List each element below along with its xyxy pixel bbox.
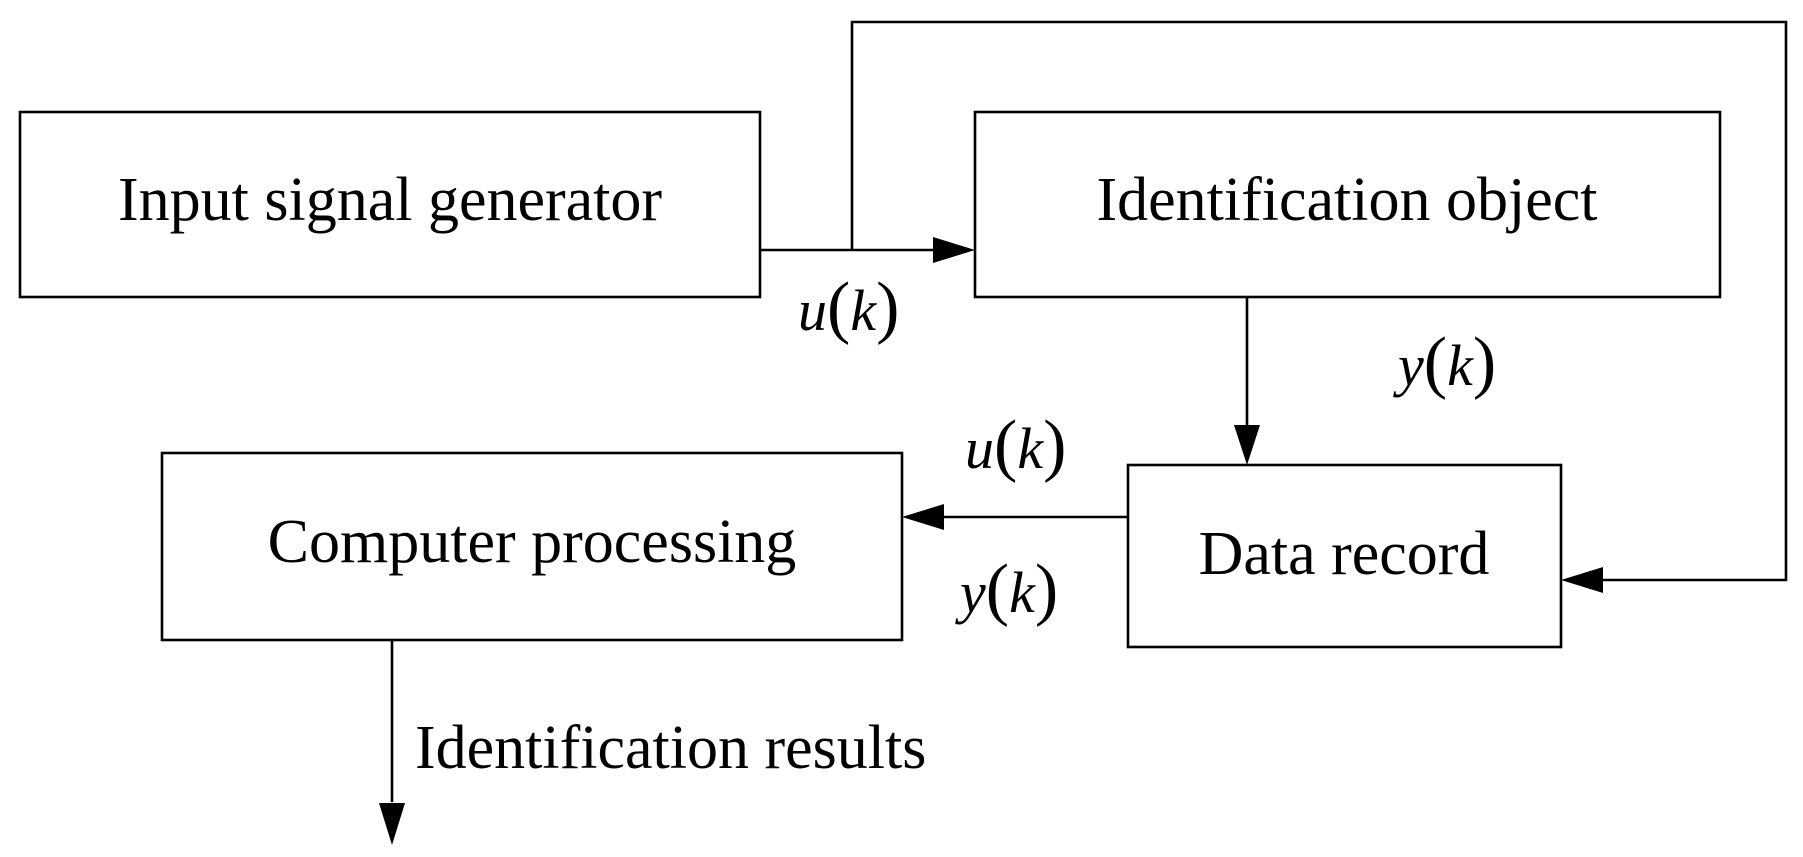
signal-label-u-record: u(k) [965, 407, 1066, 484]
arrow-generator-to-object [760, 237, 975, 263]
arrowhead-down-icon [379, 803, 405, 845]
arrowhead-right-icon [933, 237, 975, 263]
arrowhead-left-icon [902, 504, 944, 530]
block-computer-processing: Computer processing [160, 451, 904, 642]
block-input-signal-generator: Input signal generator [18, 110, 762, 299]
arrow-computer-to-results [379, 640, 405, 845]
arrowhead-left-icon [1561, 567, 1603, 593]
input-signal-generator-label: Input signal generator [118, 166, 662, 234]
block-identification-object: Identification object [973, 110, 1722, 299]
identification-results-label: Identification results [415, 714, 926, 782]
computer-processing-label: Computer processing [268, 508, 797, 576]
data-record-label: Data record [1199, 520, 1490, 588]
identification-object-label: Identification object [1097, 166, 1598, 234]
arrowhead-down-icon [1234, 425, 1260, 465]
arrow-feedforward-to-record [850, 20, 1788, 593]
signal-label-y-object: y(k) [1393, 324, 1496, 401]
arrow-record-to-computer [902, 504, 1128, 530]
signal-label-y-record: y(k) [955, 551, 1058, 628]
signal-label-u-input: u(k) [798, 269, 899, 346]
arrow-object-to-record [1234, 297, 1260, 465]
block-data-record: Data record [1126, 463, 1563, 649]
